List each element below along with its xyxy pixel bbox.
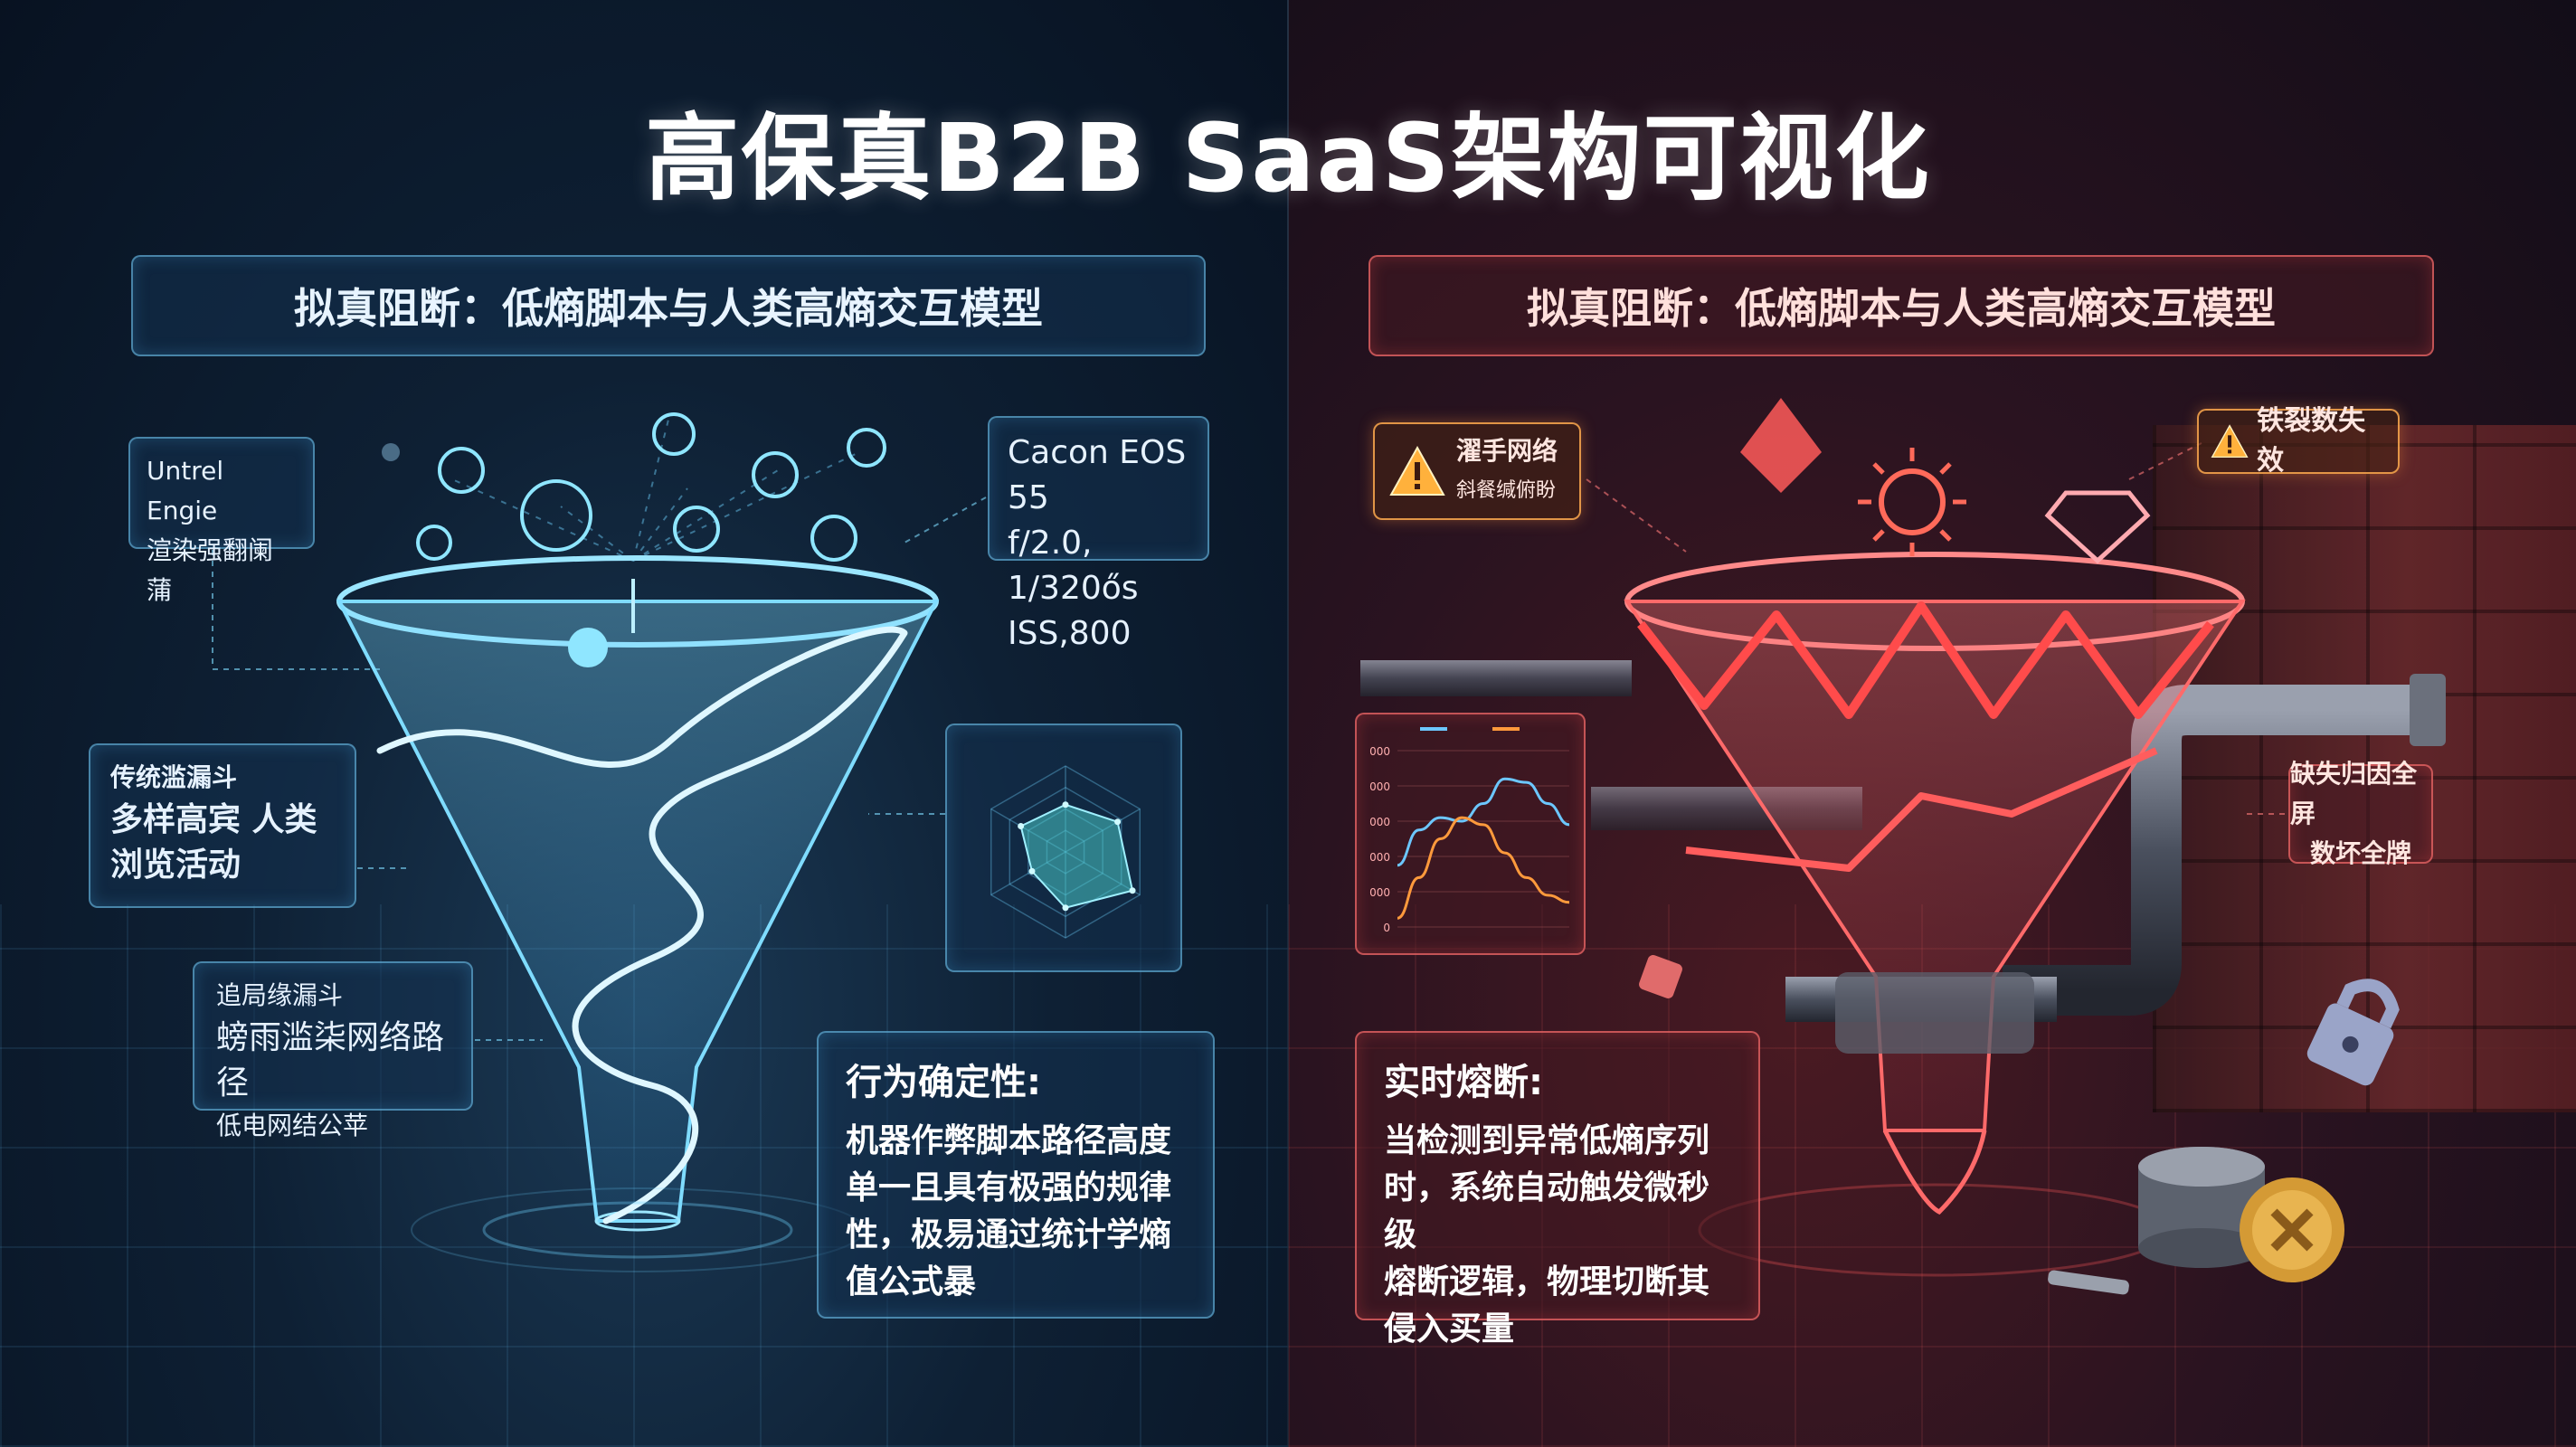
camera-info-box: Cacon EOS 55 f/2.0, 1/320ős ISS,800 bbox=[988, 416, 1209, 652]
right-subtitle-text: 拟真阻断：低熵脚本与人类高熵交互模型 bbox=[1527, 284, 2276, 333]
page-title: 高保真B2B SaaS架构可视化 bbox=[645, 103, 1931, 213]
radar-grid-ring bbox=[1009, 786, 1122, 918]
line-chart-tick-label: 000 bbox=[1369, 816, 1390, 828]
traditional-line-3: 浏览活动 bbox=[110, 846, 242, 884]
engine-info-box: Untrel Engie 渲染强翻阑蒲 bbox=[128, 437, 315, 605]
coin-icon bbox=[2240, 1177, 2344, 1282]
blue-funnel-illustration bbox=[212, 412, 987, 1272]
lock-icon bbox=[2306, 979, 2400, 1086]
radar-chart-panel bbox=[945, 724, 1182, 972]
behavior-heading: 行为确定性: bbox=[846, 1062, 1041, 1103]
left-subtitle-banner: 拟真阻断：低熵脚本与人类高熵交互模型 bbox=[131, 255, 1206, 356]
line-chart-tick-label: 000 bbox=[1369, 851, 1390, 864]
attribution-loss-box: 缺失归因全屏 数坏全牌 bbox=[2288, 759, 2433, 868]
traditional-line-2: 多样高宾 人类 bbox=[110, 801, 317, 838]
left-subtitle-text: 拟真阻断：低熵脚本与人类高熵交互模型 bbox=[294, 284, 1043, 333]
behavior-determinism-box: 行为确定性: 机器作弊脚本路径高度 单一且具有极强的规律 性，极易通过统计学熵 … bbox=[817, 1031, 1215, 1319]
database-icon bbox=[2138, 1147, 2265, 1268]
radar-point bbox=[1062, 904, 1069, 912]
engine-line-2: 渲染强翻阑蒲 bbox=[147, 535, 274, 605]
radar-chart bbox=[990, 765, 1141, 939]
failure-warning-text: 铁裂数失效 bbox=[2257, 405, 2366, 477]
behavior-line-4: 值公式暴 bbox=[846, 1263, 977, 1300]
line-chart-tick-label: 000 bbox=[1369, 780, 1390, 793]
network-warning-line-2: 斜餐缄俯盼 bbox=[1456, 479, 1557, 502]
fuse-line-1: 当检测到异常低熵序列 bbox=[1384, 1122, 1710, 1159]
wrench-icon bbox=[2048, 1270, 2129, 1295]
fuse-line-3: 熔断逻辑，物理切断其 bbox=[1384, 1263, 1710, 1300]
line-chart-tick-label: 0 bbox=[1383, 922, 1390, 934]
behavior-line-1: 机器作弊脚本路径高度 bbox=[846, 1122, 1172, 1159]
attribution-line-2: 数坏全牌 bbox=[2309, 838, 2411, 868]
line-chart-tick-label: 000 bbox=[1369, 886, 1390, 899]
warning-icon bbox=[2211, 424, 2249, 459]
camera-line-3: ISS,800 bbox=[1008, 615, 1132, 652]
network-warning-box: 濯手网络 斜餐缄俯盼 bbox=[1373, 422, 1581, 520]
red-funnel-illustration bbox=[1360, 398, 2446, 1295]
failure-warning-box: 铁裂数失效 bbox=[2197, 405, 2400, 477]
line-chart-tick-label: 000 bbox=[1369, 745, 1390, 758]
radar-point bbox=[1062, 801, 1069, 809]
plug-icon bbox=[1639, 955, 1682, 998]
traditional-funnel-box: 传统滥漏斗 多样高宾 人类 浏览活动 bbox=[89, 743, 356, 908]
behavior-line-3: 性，极易通过统计学熵 bbox=[846, 1216, 1172, 1253]
camera-line-2: f/2.0, 1/320ős bbox=[1008, 525, 1139, 607]
fuse-heading: 实时熔断: bbox=[1384, 1062, 1543, 1103]
line-chart-series-2 bbox=[1397, 816, 1570, 920]
fuse-line-4: 侵入买量 bbox=[1384, 1310, 1515, 1348]
warning-icon bbox=[1389, 445, 1445, 496]
behavior-line-2: 单一且具有极强的规律 bbox=[846, 1169, 1172, 1206]
line-chart-legend-swatch bbox=[1492, 727, 1520, 731]
center-divider bbox=[1287, 0, 1289, 1447]
engine-line-1: Untrel Engie bbox=[147, 456, 224, 525]
network-warning-line-1: 濯手网络 bbox=[1456, 436, 1558, 466]
attribution-line-1: 缺失归因全屏 bbox=[2290, 759, 2418, 828]
fuse-line-2: 时，系统自动触发微秒级 bbox=[1384, 1169, 1710, 1253]
radar-point bbox=[1028, 867, 1036, 875]
radar-grid-ring bbox=[990, 765, 1141, 939]
tracking-line-1: 追局缘漏斗 bbox=[216, 980, 344, 1010]
realtime-fuse-box: 实时熔断: 当检测到异常低熵序列 时，系统自动触发微秒级 熔断逻辑，物理切断其 … bbox=[1355, 1031, 1760, 1348]
traditional-line-1: 传统滥漏斗 bbox=[110, 762, 238, 792]
radar-point bbox=[1114, 818, 1122, 826]
tracking-line-2: 螃雨滥柒网络路径 bbox=[216, 1019, 445, 1102]
line-chart-legend-swatch bbox=[1420, 727, 1447, 731]
camera-line-1: Cacon EOS 55 bbox=[1008, 434, 1187, 516]
radar-point bbox=[1018, 823, 1025, 829]
radar-point bbox=[1129, 887, 1136, 894]
line-chart-series-1 bbox=[1397, 777, 1570, 867]
right-subtitle-banner: 拟真阻断：低熵脚本与人类高熵交互模型 bbox=[1368, 255, 2434, 356]
tracking-funnel-box: 追局缘漏斗 螃雨滥柒网络路径 低电网结公苹 bbox=[193, 961, 473, 1140]
tracking-line-3: 低电网结公苹 bbox=[216, 1111, 369, 1140]
